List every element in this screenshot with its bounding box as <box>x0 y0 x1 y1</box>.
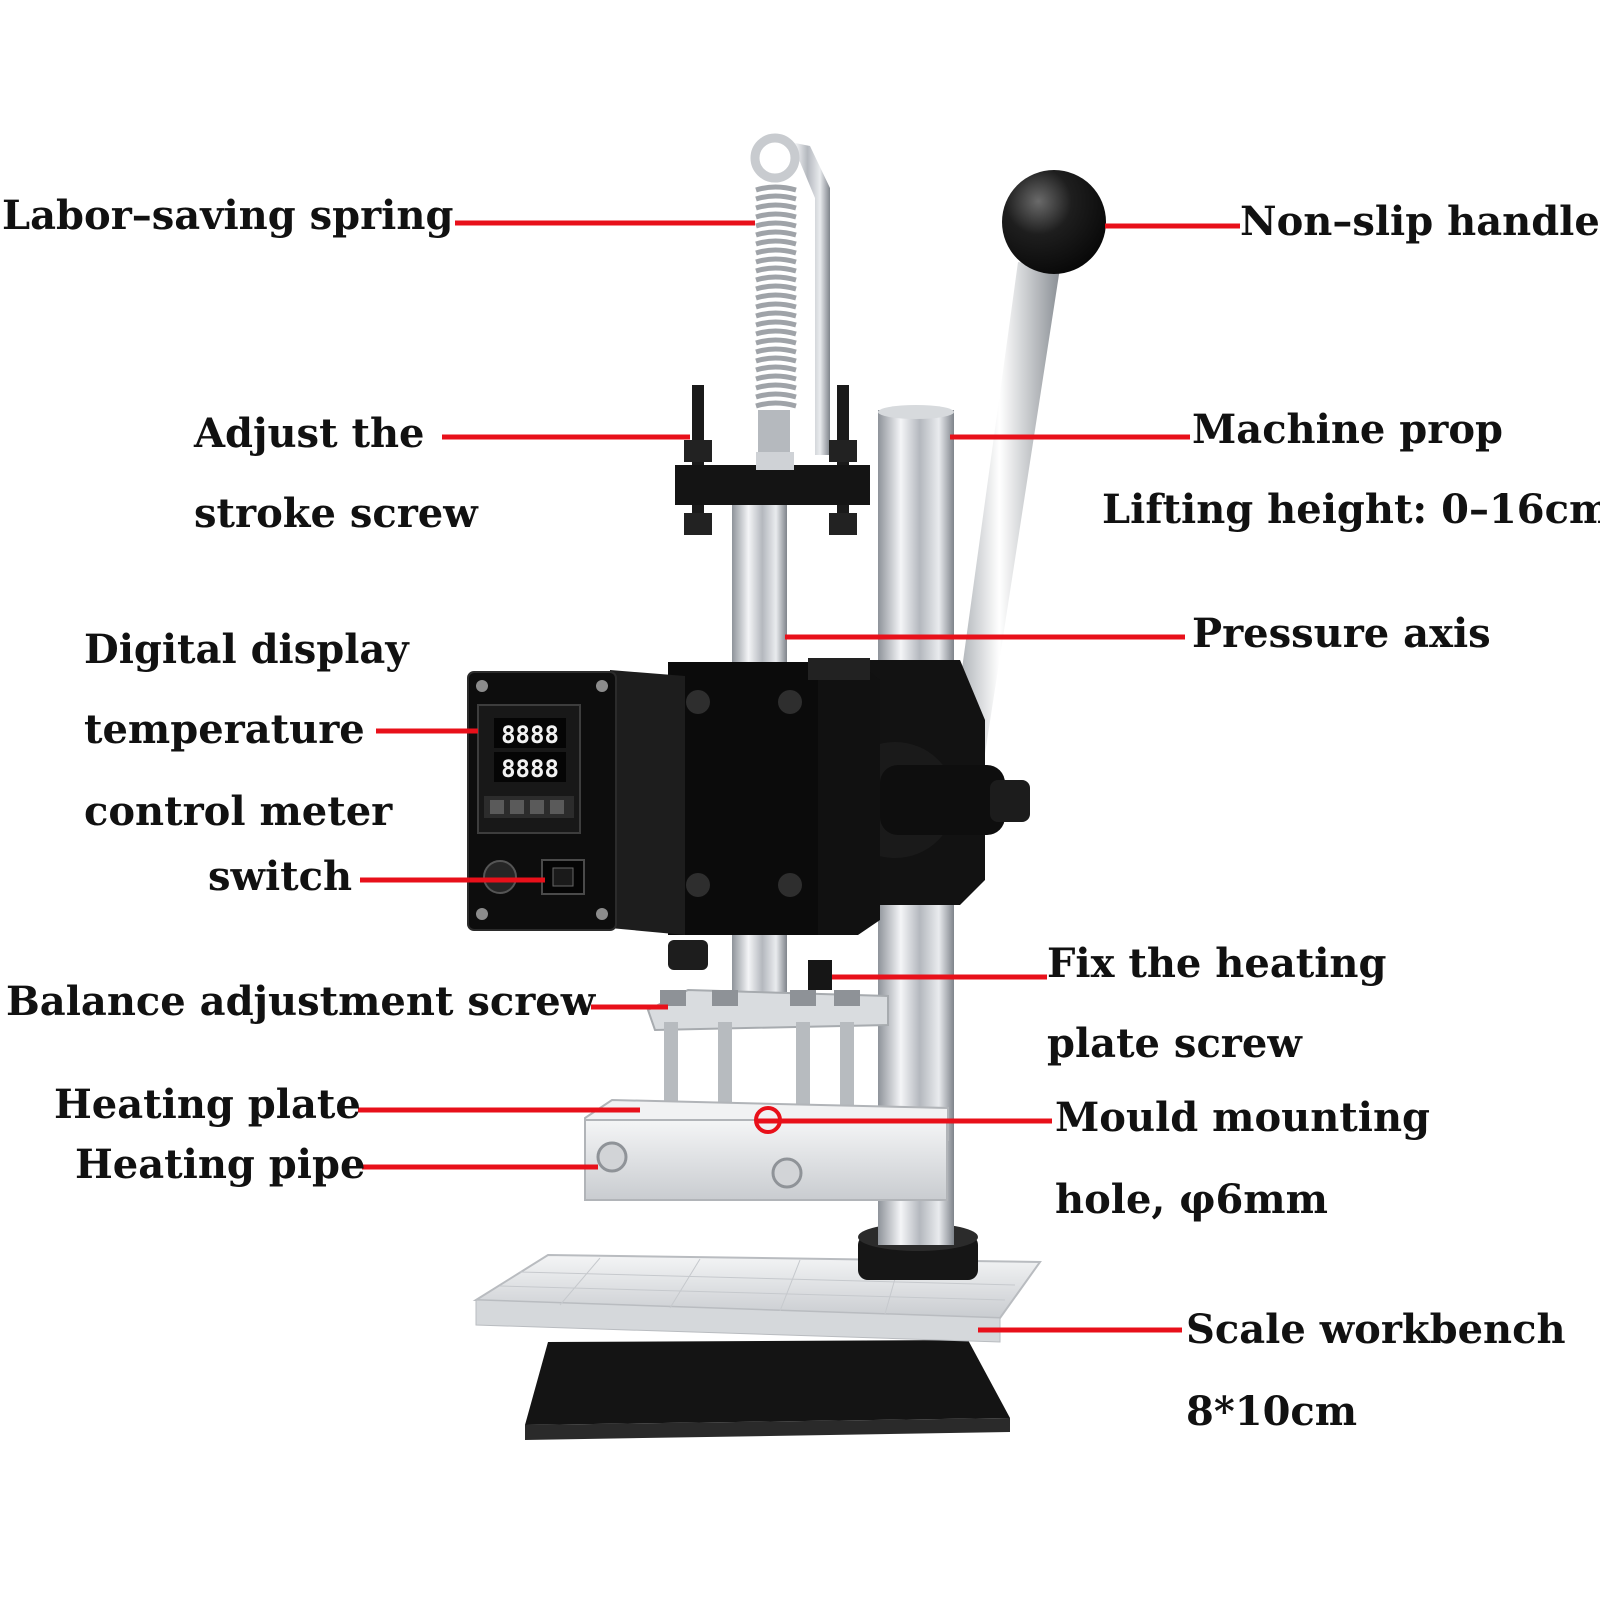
label-mould-hole-line2: hole, φ6mm <box>1055 1176 1328 1223</box>
spring-coil <box>755 355 797 364</box>
spring-coil <box>755 220 797 229</box>
head-block <box>668 658 880 935</box>
spring-coil <box>755 247 797 256</box>
spring-coil <box>755 346 797 355</box>
spring-coil <box>755 319 797 328</box>
spring-coil <box>755 328 797 337</box>
label-fix-screw-line2: plate screw <box>1047 1020 1302 1067</box>
label-machine-prop: Machine prop <box>1192 406 1503 453</box>
spring-coil <box>755 310 797 319</box>
label-fix-screw-line1: Fix the heating <box>1047 940 1387 987</box>
label-heating-pipe: Heating pipe <box>75 1141 366 1188</box>
spring-coil <box>755 364 797 373</box>
labor-saving-spring <box>750 133 830 455</box>
leader-lines <box>358 220 1240 1333</box>
label-mould-hole-line1: Mould mounting <box>1055 1094 1431 1141</box>
spring-coil <box>755 211 797 220</box>
label-display-line3: control meter <box>84 788 393 835</box>
heating-pipe-end-right <box>771 1157 803 1189</box>
label-workbench-size: 8*10cm <box>1186 1388 1358 1435</box>
label-display-line1: Digital display <box>84 626 409 673</box>
balance-adjustment-screws <box>646 940 889 1107</box>
temperature-control-meter: 8888 8888 <box>477 704 581 834</box>
spring-coil <box>755 400 797 409</box>
control-box: 8888 8888 <box>467 670 685 935</box>
spring-coil <box>755 193 797 202</box>
power-switch <box>483 859 585 895</box>
spring-coil <box>755 238 797 247</box>
label-switch: switch <box>208 853 353 900</box>
label-adjust-stroke-line1: Adjust the <box>194 410 425 457</box>
label-labor-saving-spring: Labor–saving spring <box>2 192 454 239</box>
label-adjust-stroke-line2: stroke screw <box>194 490 478 537</box>
spring-coil <box>755 391 797 400</box>
label-heating-plate: Heating plate <box>54 1081 361 1128</box>
label-scale-workbench: Scale workbench <box>1186 1306 1566 1353</box>
label-balance-screw: Balance adjustment screw <box>6 978 596 1025</box>
spring-coil <box>755 229 797 238</box>
label-pressure-axis: Pressure axis <box>1192 610 1491 657</box>
spring-coil <box>755 202 797 211</box>
spring-coil <box>755 301 797 310</box>
spring-coil <box>755 382 797 391</box>
spring-coil <box>755 256 797 265</box>
label-non-slip-handle: Non–slip handle <box>1240 198 1600 245</box>
heating-plate <box>584 1098 949 1201</box>
cast-iron-base <box>525 1340 1010 1440</box>
lever-handle <box>950 170 1106 760</box>
spring-coil <box>755 184 797 193</box>
stroke-adjust-screws <box>675 385 870 535</box>
label-display-line2: temperature <box>84 706 365 753</box>
spring-coil <box>755 265 797 274</box>
meter-pv-readout: 8888 <box>501 721 559 749</box>
meter-sv-readout: 8888 <box>501 755 559 783</box>
spring-coil <box>755 337 797 346</box>
spring-coil <box>755 292 797 301</box>
label-lifting-height: Lifting height: 0–16cm <box>1102 486 1600 533</box>
heating-pipe-end-left <box>596 1141 628 1173</box>
spring-coil <box>755 283 797 292</box>
spring-coil <box>755 373 797 382</box>
non-slip-handle-knob <box>1002 170 1106 274</box>
spring-coil <box>755 274 797 283</box>
